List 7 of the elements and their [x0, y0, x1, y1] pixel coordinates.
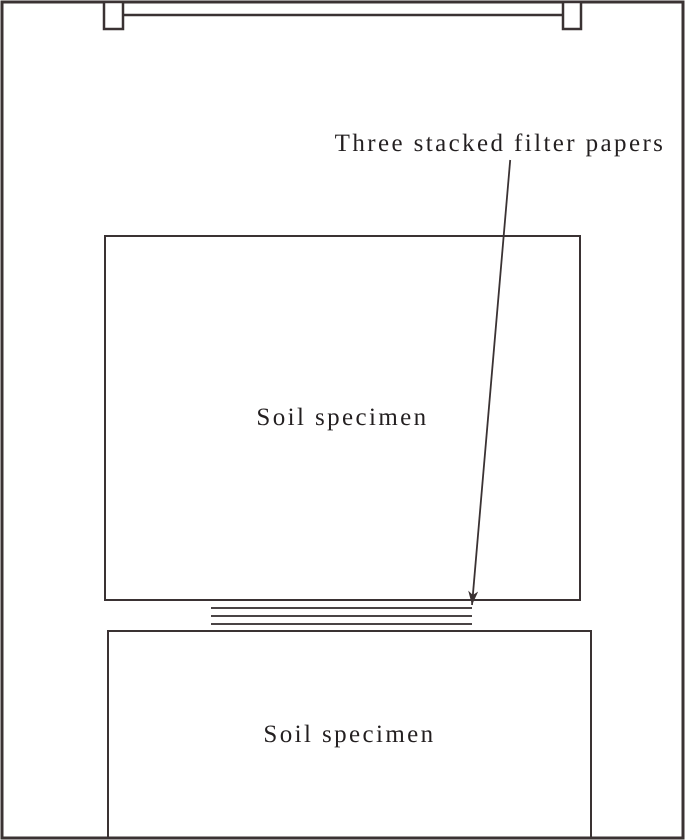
leader-line — [468, 160, 512, 606]
callout-label: Three stacked filter papers — [330, 128, 670, 160]
filter-paper-stack — [211, 605, 472, 627]
specimen-label: Soil specimen — [256, 404, 429, 432]
specimen-box — [104, 235, 581, 601]
specimen-label: Soil specimen — [263, 720, 436, 748]
specimen-box — [107, 630, 592, 839]
